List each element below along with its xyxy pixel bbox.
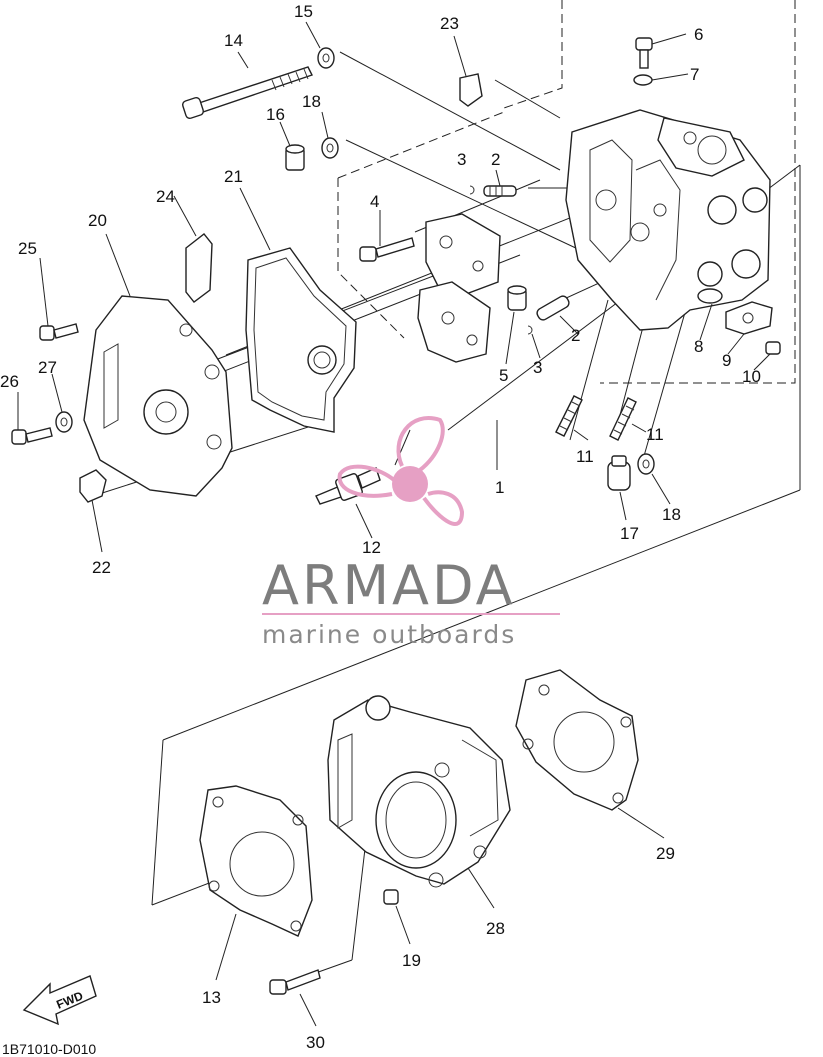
callout-29: 29 [656, 844, 675, 863]
callout-24: 24 [156, 187, 175, 206]
callout-8: 8 [694, 337, 703, 356]
callout-12: 12 [362, 538, 381, 557]
part-17-plug [607, 455, 631, 491]
part-2-valve-lower [536, 295, 570, 321]
armada-watermark: ARMADA marine outboards [262, 416, 560, 649]
part-24-bracket [185, 233, 213, 303]
callout-2-lower: 2 [571, 326, 580, 345]
callout-28: 28 [486, 919, 505, 938]
callout-26: 26 [0, 372, 19, 391]
part-11-stud-left [555, 395, 583, 437]
callout-21: 21 [224, 167, 243, 186]
part-4-bolt [359, 237, 415, 262]
part-9-plate [725, 301, 773, 335]
callout-4: 4 [370, 192, 379, 211]
callout-25: 25 [18, 239, 37, 258]
callout-16: 16 [266, 105, 285, 124]
part-18-washer-lower [637, 453, 655, 475]
callout-19: 19 [402, 951, 421, 970]
callout-7: 7 [690, 65, 699, 84]
part-15-washer [317, 47, 335, 69]
callout-22: 22 [92, 558, 111, 577]
part-5-seal [507, 285, 527, 311]
part-25-bolt [39, 323, 79, 341]
part-rocker-holder [417, 213, 501, 363]
part-19-dowel [383, 889, 399, 905]
part-23-cap [459, 73, 483, 107]
callout-1: 1 [495, 478, 504, 497]
callout-2-upper: 2 [491, 150, 500, 169]
diagram-code: 1B71010-D010 [2, 1041, 96, 1057]
part-6-bolt [635, 37, 653, 69]
callout-10: 10 [742, 367, 761, 386]
part-8-gasket [697, 288, 723, 304]
fwd-arrow-icon: FWD [22, 975, 97, 1026]
watermark-tagline: marine outboards [262, 620, 516, 649]
part-3-clip-lower [527, 325, 533, 335]
part-2-valve-upper [483, 185, 517, 197]
part-28-cylinder [327, 695, 511, 888]
callout-3-upper: 3 [457, 150, 466, 169]
part-26-bolt [11, 427, 53, 445]
callout-9: 9 [722, 351, 731, 370]
part-12-spark-plug [315, 467, 381, 505]
part-29-gasket-right [515, 669, 639, 811]
propeller-logo-icon [337, 416, 465, 526]
callout-30: 30 [306, 1033, 325, 1052]
watermark-brand: ARMADA [262, 554, 516, 617]
callout-27: 27 [38, 358, 57, 377]
callout-5: 5 [499, 366, 508, 385]
part-1-cylinder-head [565, 109, 771, 331]
part-20-head-cover [83, 295, 233, 497]
callout-14: 14 [224, 31, 243, 50]
callout-18-lower: 18 [662, 505, 681, 524]
part-13-gasket-left [199, 785, 313, 937]
part-16-dowel [285, 144, 305, 171]
callout-17: 17 [620, 524, 639, 543]
callout-6: 6 [694, 25, 703, 44]
part-10-bolt [765, 341, 781, 355]
callout-leaders [17, 21, 771, 1027]
callout-20: 20 [88, 211, 107, 230]
callout-23: 23 [440, 14, 459, 33]
callout-labels: 1 2 2 3 3 4 5 6 7 8 9 10 11 11 12 13 14 … [0, 2, 761, 1052]
callout-15: 15 [294, 2, 313, 21]
part-30-bolt [269, 969, 321, 995]
callout-18-upper: 18 [302, 92, 321, 111]
part-27-washer [55, 411, 73, 433]
callout-3-lower: 3 [533, 358, 542, 377]
callout-11-left: 11 [576, 447, 594, 466]
part-22-clip [79, 469, 107, 503]
callout-13: 13 [202, 988, 221, 1007]
part-14-long-bolt [181, 66, 313, 120]
part-21-gasket [245, 247, 357, 433]
part-3-clip-upper [469, 185, 475, 195]
part-18-washer-upper [321, 137, 339, 159]
callout-11-right: 11 [646, 425, 664, 444]
part-11-stud-right [609, 397, 637, 441]
part-7-washer [633, 74, 653, 86]
